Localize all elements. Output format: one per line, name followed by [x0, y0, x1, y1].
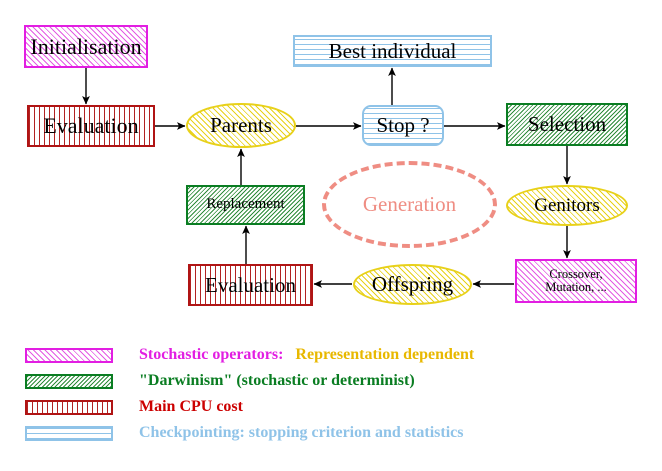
node-generation-cycle-label: Generation	[362, 192, 457, 217]
legend-swatch-stochastic-operators	[25, 347, 113, 363]
node-genitors-label: Genitors	[534, 194, 600, 216]
node-generation-cycle: Generation	[322, 161, 497, 248]
legend-row: "Darwinism" (stochastic or determinist)	[25, 370, 415, 392]
node-evaluation-bottom-label: Evaluation	[205, 272, 296, 297]
node-replacement[interactable]: Replacement	[186, 185, 305, 225]
legend-row: Checkpointing: stopping criterion and st…	[25, 422, 463, 444]
legend-label-darwinism: "Darwinism" (stochastic or determinist)	[139, 372, 415, 389]
node-initialisation-label: Initialisation	[30, 33, 142, 59]
node-crossover-mutation[interactable]: Crossover, Mutation, ...	[515, 259, 637, 303]
node-parents[interactable]: Parents	[186, 103, 296, 148]
node-best-individual[interactable]: Best individual	[293, 35, 492, 67]
legend-swatch-main-cpu-cost	[25, 399, 113, 415]
node-initialisation[interactable]: Initialisation	[24, 25, 148, 68]
node-stop-condition[interactable]: Stop ?	[362, 105, 444, 146]
node-evaluation-top[interactable]: Evaluation	[27, 105, 155, 147]
legend-label-main-cpu-cost: Main CPU cost	[139, 398, 243, 415]
node-stop-condition-label: Stop ?	[376, 113, 430, 138]
legend-label-stochastic-operators: Stochastic operators: Representation depe…	[139, 346, 474, 364]
node-parents-label: Parents	[210, 113, 272, 138]
node-evaluation-top-label: Evaluation	[43, 113, 139, 139]
node-evaluation-bottom[interactable]: Evaluation	[188, 264, 313, 306]
node-genitors[interactable]: Genitors	[506, 185, 628, 226]
legend-row: Stochastic operators: Representation depe…	[25, 344, 474, 366]
node-replacement-label: Replacement	[206, 196, 285, 213]
node-selection[interactable]: Selection	[506, 103, 628, 146]
node-offspring[interactable]: Offspring	[353, 264, 472, 305]
legend-label-checkpointing: Checkpointing: stopping criterion and st…	[139, 424, 464, 441]
legend-swatch-darwinism	[25, 373, 113, 389]
node-offspring-label: Offspring	[371, 272, 454, 297]
node-best-individual-label: Best individual	[328, 38, 457, 63]
legend-swatch-checkpointing	[25, 425, 113, 441]
node-crossover-mutation-label: Crossover, Mutation, ...	[545, 266, 607, 294]
legend-label-representation-dependent: Representation dependent	[295, 346, 475, 363]
node-selection-label: Selection	[527, 112, 607, 137]
legend-row: Main CPU cost	[25, 396, 243, 418]
legend-label-stochastic-operators-text: Stochastic operators:	[139, 346, 284, 363]
